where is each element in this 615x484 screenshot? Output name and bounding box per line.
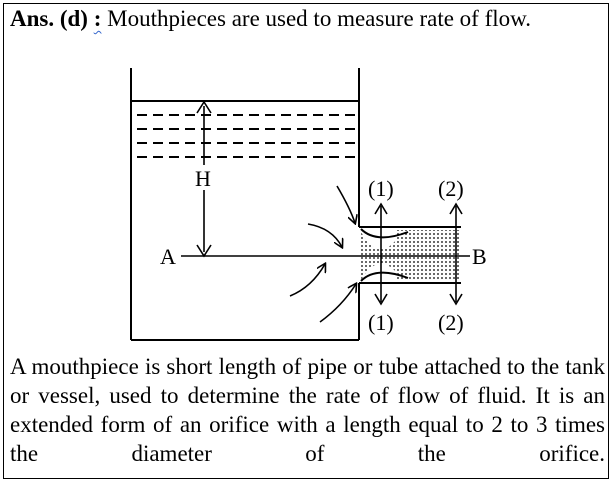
- answer-colon: :: [93, 6, 102, 31]
- answer-label: Ans. (d): [10, 6, 88, 31]
- label-section-1-bottom: (1): [368, 310, 394, 335]
- description-paragraph: A mouthpiece is short length of pipe or …: [10, 354, 605, 466]
- mouthpiece-tube: [359, 226, 461, 284]
- tank: [130, 68, 360, 341]
- answer-statement: Ans. (d) : Mouthpieces are used to measu…: [10, 4, 606, 33]
- label-a: A: [160, 244, 176, 269]
- water-surface: [131, 100, 359, 158]
- answer-text: Mouthpieces are used to measure rate of …: [107, 6, 531, 31]
- flow-arrows: [289, 185, 356, 323]
- label-b: B: [472, 244, 487, 269]
- label-section-1-top: (1): [368, 176, 394, 201]
- label-h: H: [195, 166, 211, 191]
- label-section-2-bottom: (2): [438, 310, 464, 335]
- section-arrows: [374, 202, 463, 306]
- label-section-2-top: (2): [438, 176, 464, 201]
- answer-card: [3, 3, 609, 479]
